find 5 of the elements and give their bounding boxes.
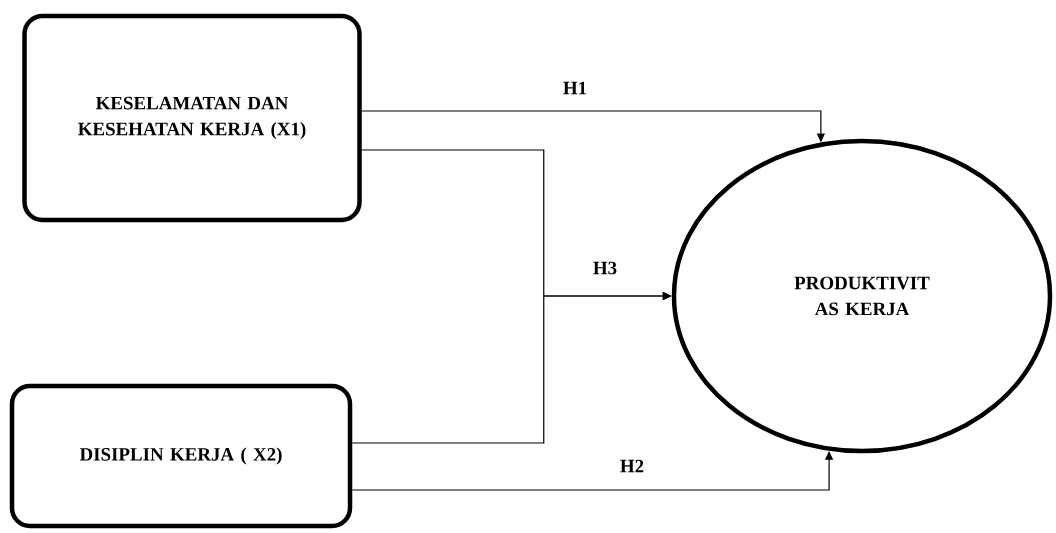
edge-label: H2 (618, 458, 646, 474)
variable-box: KESELAMATAN DAN KESEHATAN KERJA (X1) (22, 13, 362, 223)
edge-label: H1 (561, 80, 589, 96)
variable-box: DISIPLIN KERJA ( X2) (9, 383, 353, 529)
edge-label: H3 (591, 260, 619, 276)
